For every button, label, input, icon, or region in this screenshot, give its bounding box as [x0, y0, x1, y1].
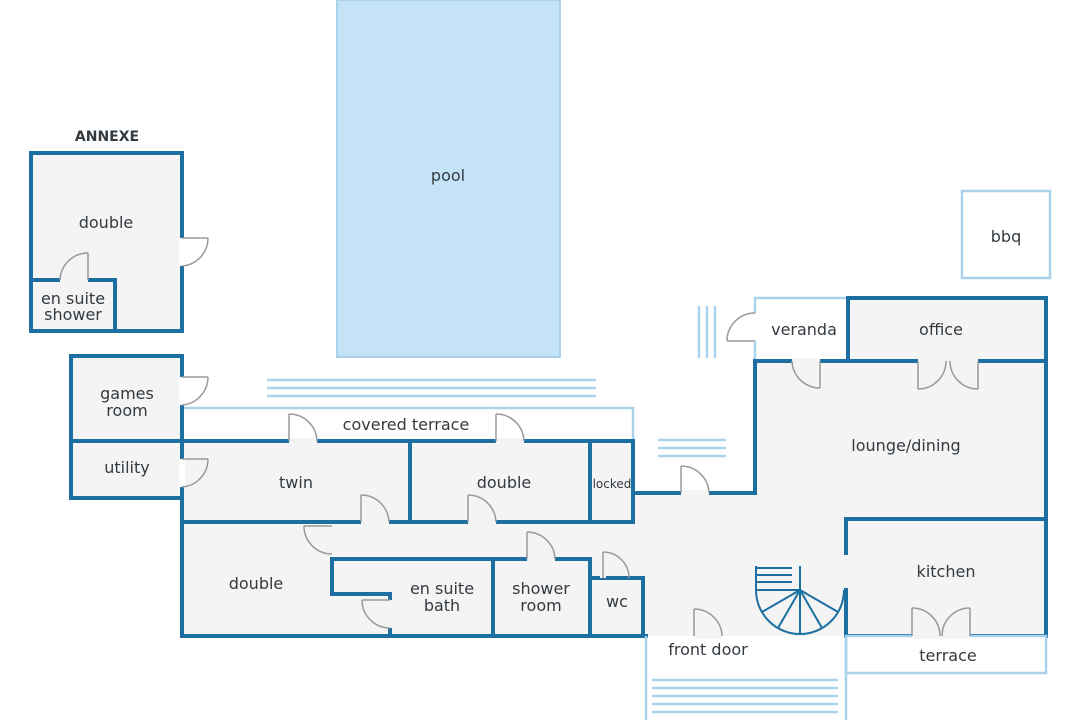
games-room-label-2: room — [106, 401, 147, 420]
office-label: office — [919, 320, 963, 339]
front-door-label: front door — [668, 640, 748, 659]
lounge-dining-label: lounge/dining — [851, 436, 960, 455]
ensuite-bath-label-2: bath — [424, 596, 460, 615]
kitchen-label: kitchen — [917, 562, 976, 581]
ensuite-bath-label-1: en suite — [410, 579, 474, 598]
wc-label: wc — [606, 592, 628, 611]
annexe-double-room — [29, 151, 184, 333]
bbq-area — [960, 189, 1052, 280]
games-room-label-1: games — [100, 384, 154, 403]
double-door — [917, 358, 979, 390]
annexe-double-label: double — [79, 213, 134, 232]
door — [467, 494, 497, 525]
shower-room-label-2: room — [520, 596, 561, 615]
shower-room-label-1: shower — [512, 579, 570, 598]
door — [303, 525, 333, 555]
covered-terrace-label: covered terrace — [343, 415, 470, 434]
kitchen-wall — [844, 517, 1048, 638]
wc-wall — [588, 576, 645, 638]
door — [360, 494, 390, 525]
door — [59, 252, 89, 283]
door — [288, 413, 318, 444]
front-steps — [652, 678, 838, 714]
double-room-middle — [408, 439, 592, 524]
spiral-staircase — [755, 566, 845, 635]
locked-room — [588, 439, 635, 524]
door — [526, 531, 556, 562]
bbq-label: bbq — [991, 227, 1021, 246]
door — [361, 599, 393, 629]
terrace-label: terrace — [919, 646, 976, 665]
double-main-label: double — [229, 574, 284, 593]
annexe-heading: ANNEXE — [75, 129, 139, 145]
door — [179, 458, 209, 488]
office-room — [846, 296, 1048, 363]
utility-label: utility — [104, 458, 150, 477]
twin-label: twin — [279, 473, 313, 492]
annexe-ensuite-wall — [29, 278, 117, 333]
door — [791, 358, 821, 389]
door — [179, 237, 209, 267]
pool — [336, 0, 561, 358]
games-room — [69, 354, 184, 443]
double-room-main-wall — [330, 557, 392, 596]
pool-label: pool — [431, 166, 465, 185]
door — [680, 465, 710, 496]
door — [726, 312, 758, 342]
door — [600, 551, 630, 579]
door — [693, 608, 723, 639]
door — [495, 413, 525, 444]
double-middle-label: double — [477, 473, 532, 492]
locked-label: locked — [593, 477, 632, 491]
double-door — [911, 607, 971, 639]
veranda-label: veranda — [771, 320, 837, 339]
side-steps — [658, 438, 726, 458]
veranda-steps — [697, 306, 717, 358]
annexe-ensuite-label-1: en suite — [41, 289, 105, 308]
pool-steps — [267, 378, 596, 398]
door — [179, 376, 209, 406]
front-entrance-outline — [644, 636, 848, 720]
annexe-ensuite-label-2: shower — [44, 305, 102, 324]
